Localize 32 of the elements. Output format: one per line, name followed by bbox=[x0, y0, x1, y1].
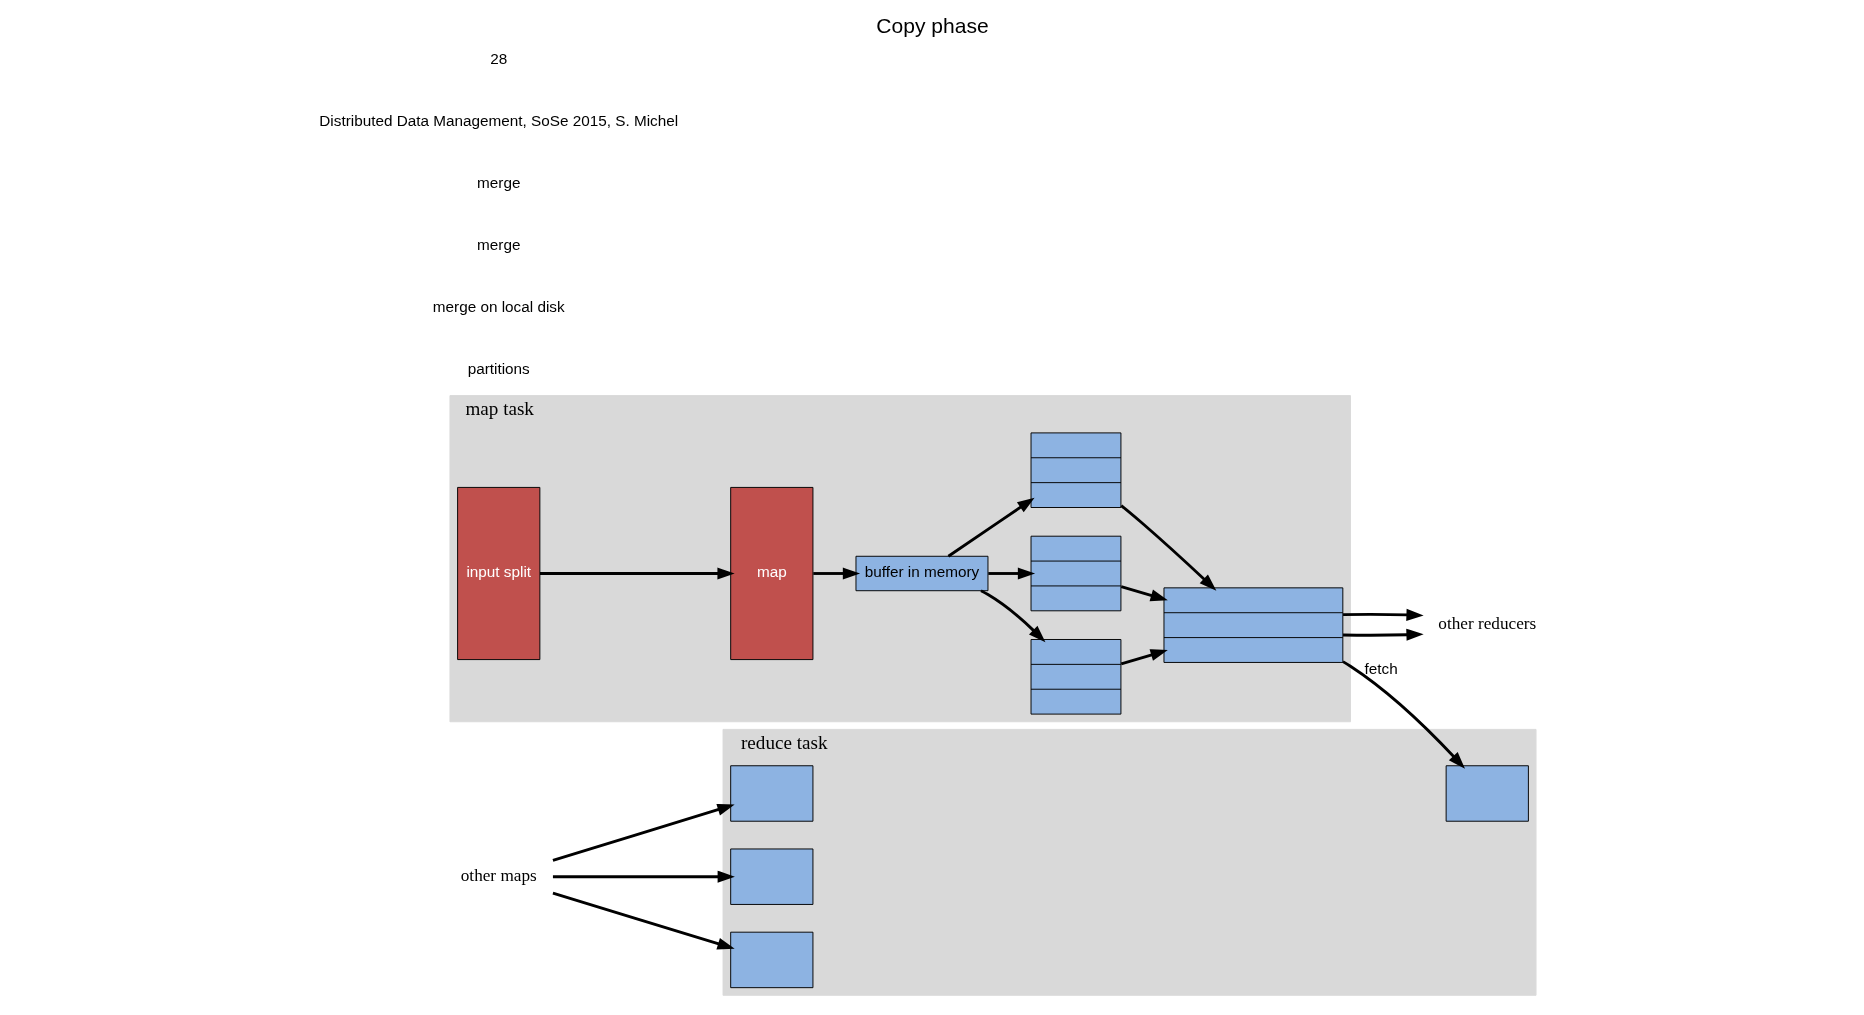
arrow bbox=[979, 589, 1045, 643]
arrow bbox=[552, 891, 735, 950]
arrow bbox=[552, 870, 735, 883]
arrow bbox=[1341, 660, 1465, 769]
node-box bbox=[729, 765, 813, 822]
arrow bbox=[1120, 585, 1168, 602]
cluster: reduce task bbox=[722, 728, 1536, 996]
arrow bbox=[539, 567, 735, 580]
node-box: map bbox=[729, 486, 813, 661]
node-box: buffer in memory bbox=[855, 555, 988, 592]
node-text: other reducers bbox=[1437, 614, 1536, 634]
node-box bbox=[729, 848, 813, 905]
arrow bbox=[812, 567, 860, 580]
node-box: input split bbox=[456, 486, 540, 661]
arrow bbox=[1342, 608, 1424, 621]
diagram-title: Copy phase bbox=[875, 13, 989, 37]
label: Distributed Data Management, SoSe 2015, S. Michel bbox=[318, 111, 678, 129]
arrow bbox=[987, 567, 1035, 580]
arrow bbox=[1342, 628, 1424, 641]
label: merge bbox=[476, 173, 520, 191]
arrow bbox=[552, 803, 735, 862]
label: 28 bbox=[489, 49, 507, 67]
label: partitions bbox=[467, 360, 530, 378]
edge-label: fetch bbox=[1364, 659, 1398, 677]
label: merge on local disk bbox=[432, 298, 565, 316]
arrow bbox=[1120, 649, 1168, 666]
node-box bbox=[1445, 765, 1529, 822]
node-text: other maps bbox=[460, 865, 537, 885]
arrow bbox=[1119, 504, 1216, 591]
label: merge bbox=[476, 236, 520, 254]
node-box bbox=[729, 931, 813, 989]
arrow bbox=[947, 497, 1035, 558]
